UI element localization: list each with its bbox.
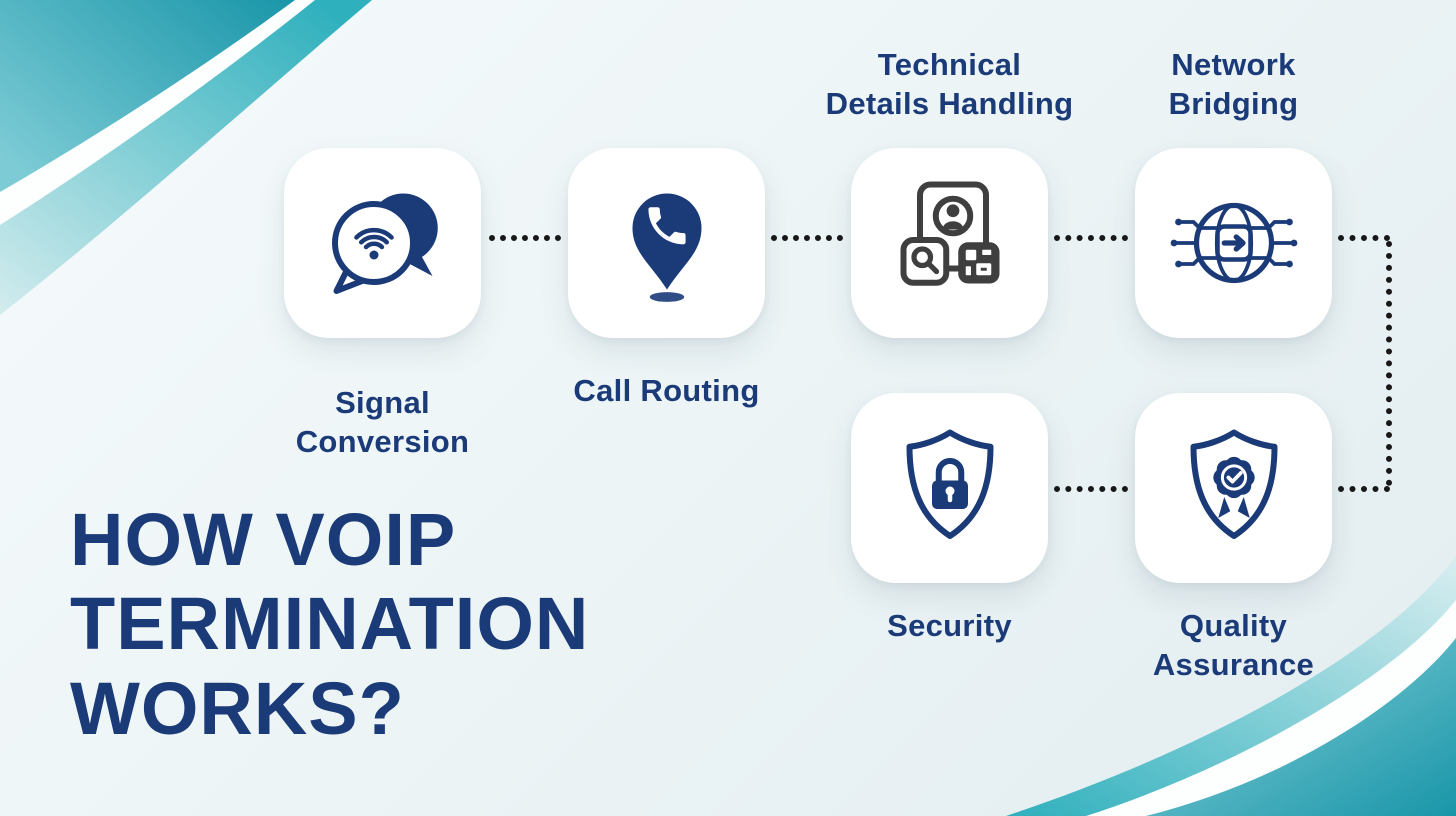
step-label-line1: Network bbox=[1171, 47, 1296, 82]
connector-network-to-corner bbox=[1338, 235, 1390, 241]
shield-lock-icon bbox=[906, 429, 993, 539]
step-card bbox=[851, 147, 1048, 338]
step-label: Technical Details Handling bbox=[740, 46, 1160, 124]
page-title: HOW VOIP TERMINATION WORKS? bbox=[70, 498, 589, 751]
page-title-line1: HOW VOIP bbox=[70, 498, 457, 581]
step-card bbox=[851, 393, 1048, 583]
step-label-line2: Conversion bbox=[295, 423, 470, 459]
step-label: Quality Assurance bbox=[1024, 607, 1444, 685]
connector-signal-to-routing bbox=[489, 235, 561, 241]
chat-wifi-icon bbox=[331, 193, 438, 294]
step-label-line2: Assurance bbox=[1152, 646, 1315, 682]
step-label: Call Routing bbox=[457, 372, 877, 411]
connector-technical-to-network bbox=[1054, 235, 1128, 241]
step-label-line1: Call Routing bbox=[573, 373, 760, 408]
step-label-line1: Technical bbox=[877, 47, 1022, 82]
page-title-line2: TERMINATION bbox=[70, 582, 590, 666]
connector-corner-to-quality bbox=[1338, 486, 1390, 492]
step-technical-details-handling: Technical Details Handling bbox=[826, 46, 1073, 338]
step-label-line2: Bridging bbox=[1168, 85, 1299, 121]
step-label-line1: Quality bbox=[1179, 608, 1288, 643]
step-label: Network Bridging bbox=[1024, 46, 1444, 124]
step-label-line2: Details Handling bbox=[825, 85, 1074, 121]
step-security: Security bbox=[851, 393, 1048, 646]
step-card bbox=[1135, 147, 1332, 338]
shield-badge-check-icon bbox=[1190, 429, 1277, 539]
connector-vertical-right bbox=[1386, 241, 1392, 486]
step-quality-assurance: Quality Assurance bbox=[1135, 393, 1332, 685]
connector-routing-to-technical bbox=[771, 235, 843, 241]
connector-security-to-quality bbox=[1054, 486, 1128, 492]
step-label-line1: Signal bbox=[335, 385, 430, 420]
page-title-line3: WORKS? bbox=[70, 666, 405, 750]
step-signal-conversion: Signal Conversion bbox=[284, 148, 481, 462]
step-card bbox=[568, 148, 765, 338]
id-card-scan-icon bbox=[900, 181, 999, 286]
step-card bbox=[284, 148, 481, 338]
step-label-line1: Security bbox=[887, 608, 1012, 643]
step-call-routing: Call Routing bbox=[568, 148, 765, 411]
step-card bbox=[1135, 393, 1332, 583]
globe-circuit-icon bbox=[1170, 202, 1297, 283]
step-label: Security bbox=[740, 607, 1160, 646]
step-label: Signal Conversion bbox=[173, 384, 593, 462]
phone-location-pin-icon bbox=[632, 193, 701, 302]
step-network-bridging: Network Bridging bbox=[1135, 46, 1332, 338]
